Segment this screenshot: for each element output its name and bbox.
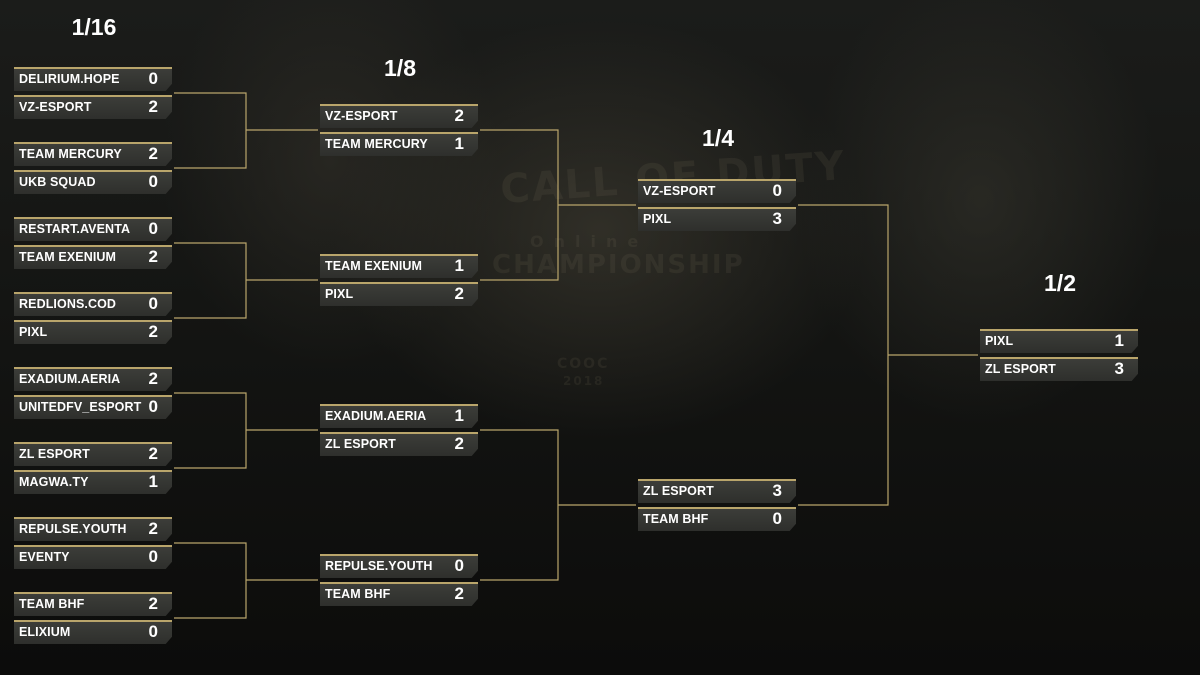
- team-name: REDLIONS.COD: [19, 297, 117, 311]
- team-name: REPULSE.YOUTH: [325, 559, 433, 573]
- team-score: 1: [148, 472, 158, 491]
- team-score: 3: [772, 481, 782, 500]
- team-score: 0: [148, 172, 158, 191]
- team-score: 0: [772, 509, 782, 528]
- round-title: 1/2: [1044, 270, 1076, 296]
- team-score: 1: [454, 256, 464, 275]
- team-slot: PIXL 2: [320, 282, 478, 306]
- team-score: 0: [148, 69, 158, 88]
- team-slot: TEAM EXENIUM 2: [14, 245, 172, 269]
- team-name: VZ-ESPORT: [325, 109, 398, 123]
- team-name: ZL ESPORT: [643, 484, 714, 498]
- team-name: ELIXIUM: [19, 625, 71, 639]
- team-name: TEAM EXENIUM: [325, 259, 423, 273]
- team-slot: MAGWA.TY 1: [14, 470, 172, 494]
- team-score: 0: [148, 219, 158, 238]
- team-score: 2: [454, 584, 464, 603]
- team-name: DELIRIUM.HOPE: [19, 72, 120, 86]
- team-slot: ZL ESPORT 3: [638, 479, 796, 503]
- team-slot: TEAM BHF 2: [320, 582, 478, 606]
- team-name: RESTART.AVENTA: [19, 222, 131, 236]
- team-score: 2: [148, 444, 158, 463]
- team-score: 1: [454, 406, 464, 425]
- team-name: PIXL: [985, 334, 1014, 348]
- team-slot: EXADIUM.AERIA 2: [14, 367, 172, 391]
- team-name: MAGWA.TY: [19, 475, 89, 489]
- team-name: TEAM MERCURY: [325, 137, 428, 151]
- team-name: TEAM BHF: [643, 512, 709, 526]
- team-name: EVENTY: [19, 550, 70, 564]
- team-score: 2: [148, 594, 158, 613]
- team-name: VZ-ESPORT: [643, 184, 716, 198]
- team-name: TEAM EXENIUM: [19, 250, 117, 264]
- team-score: 2: [148, 369, 158, 388]
- team-name: VZ-ESPORT: [19, 100, 92, 114]
- watermark-year: 2018: [563, 374, 605, 388]
- team-score: 2: [148, 144, 158, 163]
- team-name: EXADIUM.AERIA: [325, 409, 427, 423]
- team-score: 1: [1114, 331, 1124, 350]
- team-name: ZL ESPORT: [325, 437, 396, 451]
- team-slot: VZ-ESPORT 2: [320, 104, 478, 128]
- team-score: 0: [148, 547, 158, 566]
- round-title: 1/8: [384, 55, 416, 81]
- team-score: 2: [148, 247, 158, 266]
- team-slot: TEAM BHF 2: [14, 592, 172, 616]
- team-slot: ZL ESPORT 2: [320, 432, 478, 456]
- round-title: 1/16: [71, 14, 117, 40]
- team-slot: EVENTY 0: [14, 545, 172, 569]
- team-name: TEAM BHF: [19, 597, 85, 611]
- watermark-cooc: COOC: [557, 356, 610, 372]
- team-slot: ELIXIUM 0: [14, 620, 172, 644]
- round-title: 1/4: [702, 125, 734, 151]
- team-name: TEAM MERCURY: [19, 147, 122, 161]
- team-name: PIXL: [325, 287, 354, 301]
- team-score: 3: [1114, 359, 1124, 378]
- team-score: 0: [454, 556, 464, 575]
- team-slot: TEAM EXENIUM 1: [320, 254, 478, 278]
- team-score: 0: [772, 181, 782, 200]
- team-name: PIXL: [19, 325, 48, 339]
- team-slot: TEAM MERCURY 1: [320, 132, 478, 156]
- team-slot: REPULSE.YOUTH 2: [14, 517, 172, 541]
- team-slot: ZL ESPORT 3: [980, 357, 1138, 381]
- team-score: 2: [148, 322, 158, 341]
- team-name: UKB SQUAD: [19, 175, 96, 189]
- team-name: ZL ESPORT: [985, 362, 1056, 376]
- team-name: PIXL: [643, 212, 672, 226]
- team-name: REPULSE.YOUTH: [19, 522, 127, 536]
- team-slot: VZ-ESPORT 2: [14, 95, 172, 119]
- team-slot: VZ-ESPORT 0: [638, 179, 796, 203]
- team-score: 2: [454, 434, 464, 453]
- team-slot: PIXL 1: [980, 329, 1138, 353]
- team-slot: TEAM BHF 0: [638, 507, 796, 531]
- team-slot: PIXL 2: [14, 320, 172, 344]
- team-slot: ZL ESPORT 2: [14, 442, 172, 466]
- team-score: 0: [148, 622, 158, 641]
- team-slot: RESTART.AVENTA 0: [14, 217, 172, 241]
- team-name: ZL ESPORT: [19, 447, 90, 461]
- team-score: 0: [148, 294, 158, 313]
- team-score: 2: [454, 284, 464, 303]
- team-score: 2: [148, 97, 158, 116]
- team-score: 2: [148, 519, 158, 538]
- team-slot: PIXL 3: [638, 207, 796, 231]
- team-slot: UNITEDFV_ESPORT 0: [14, 395, 172, 419]
- team-score: 2: [454, 106, 464, 125]
- team-slot: DELIRIUM.HOPE 0: [14, 67, 172, 91]
- team-slot: UKB SQUAD 0: [14, 170, 172, 194]
- team-slot: REDLIONS.COD 0: [14, 292, 172, 316]
- team-score: 0: [148, 397, 158, 416]
- team-slot: TEAM MERCURY 2: [14, 142, 172, 166]
- team-name: UNITEDFV_ESPORT: [19, 400, 142, 414]
- team-slot: REPULSE.YOUTH 0: [320, 554, 478, 578]
- team-name: EXADIUM.AERIA: [19, 372, 121, 386]
- team-name: TEAM BHF: [325, 587, 391, 601]
- team-slot: EXADIUM.AERIA 1: [320, 404, 478, 428]
- team-score: 1: [454, 134, 464, 153]
- team-score: 3: [772, 209, 782, 228]
